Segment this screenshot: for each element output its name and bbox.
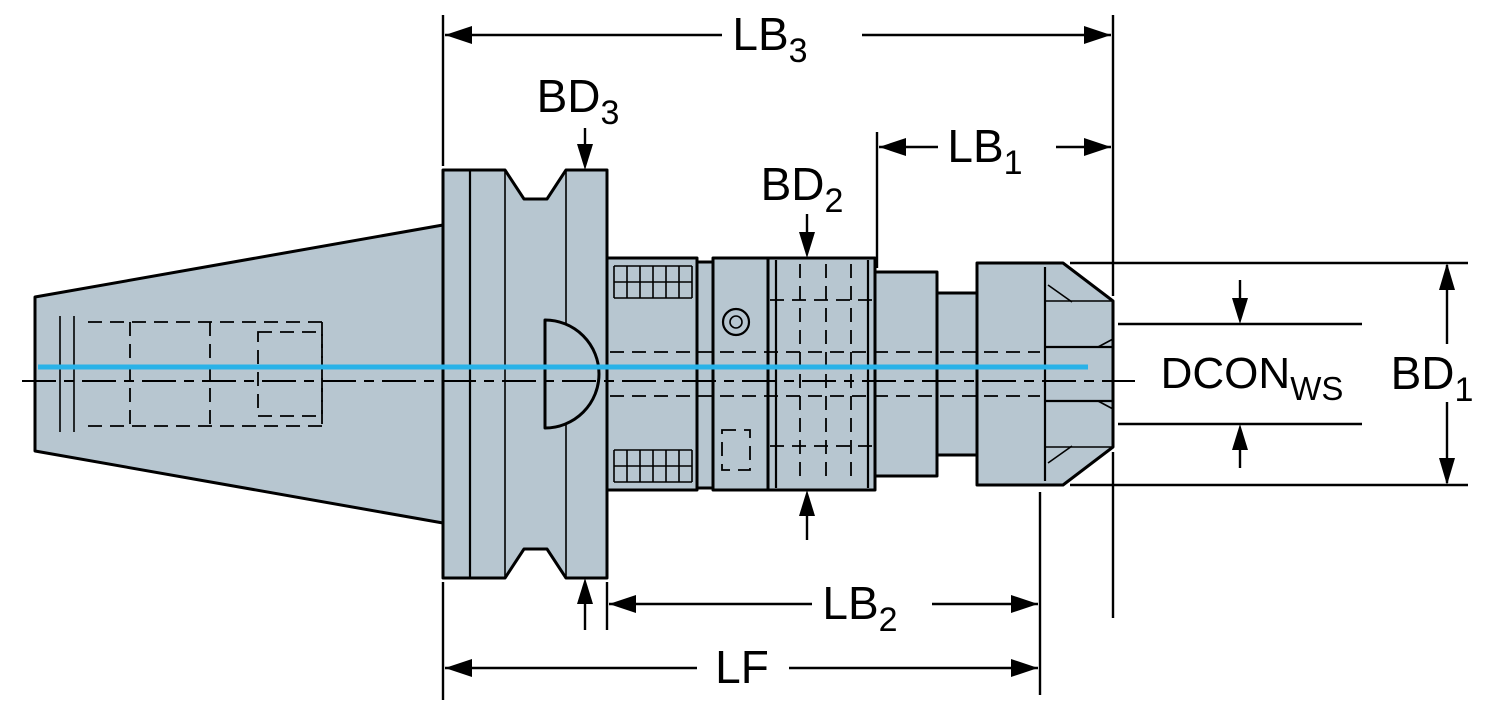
dimension-bd2: BD2 <box>761 158 844 540</box>
arrow-left-icon <box>445 659 472 677</box>
label-bd3: BD3 <box>537 70 620 132</box>
taper-shank <box>33 223 445 525</box>
label-lb3: LB3 <box>732 8 807 70</box>
dimensions: LB3 LB1 BD3 BD2 <box>441 6 1492 700</box>
arrow-up-icon <box>1439 263 1455 290</box>
arrow-left-icon <box>609 595 636 613</box>
step-section <box>873 270 939 478</box>
arrow-right-icon <box>1084 26 1111 44</box>
label-dcon-ws: DCONWS <box>1161 349 1344 407</box>
arrow-down-icon <box>799 232 815 258</box>
set-screw-icon <box>721 307 751 337</box>
tool-holder-drawing <box>33 168 1115 580</box>
coupling-nose <box>543 318 601 430</box>
dimension-bd1: BD1 <box>1391 263 1492 485</box>
bd2-details <box>770 260 873 488</box>
arrow-down-icon <box>1439 458 1455 485</box>
set-screw-inner <box>729 315 743 329</box>
bd2-cylinder <box>766 256 877 492</box>
dimension-lb1: LB1 <box>879 119 1111 182</box>
dimension-lf: LF <box>445 640 1038 696</box>
arrow-down-icon <box>1232 298 1248 324</box>
dimension-dcon-ws: DCONWS <box>1161 280 1344 468</box>
label-bd2: BD2 <box>761 158 844 220</box>
label-lb2: LB2 <box>822 577 897 639</box>
dimension-bd3: BD3 <box>537 70 620 630</box>
arrow-down-icon <box>577 144 593 170</box>
taper-internal-details <box>59 316 323 432</box>
label-lf: LF <box>715 641 769 693</box>
label-bd1: BD1 <box>1391 347 1474 409</box>
arrow-right-icon <box>1011 595 1038 613</box>
label-lb1: LB1 <box>947 120 1022 182</box>
screw-hidden-detail <box>721 429 751 471</box>
hidden-bore <box>610 351 1040 397</box>
arrow-left-icon <box>445 26 472 44</box>
centerline <box>22 364 1135 382</box>
dimension-lb3: LB3 <box>445 6 1111 70</box>
arrow-up-icon <box>799 490 815 516</box>
neck-section <box>935 291 979 457</box>
arrow-right-icon <box>1011 659 1038 677</box>
knurl-top <box>613 265 693 299</box>
spacer-ring <box>695 260 715 490</box>
arrow-left-icon <box>879 138 906 156</box>
arrow-right-icon <box>1084 138 1111 156</box>
clamping-sleeve <box>605 256 699 492</box>
arrow-up-icon <box>577 578 593 604</box>
arrow-up-icon <box>1232 424 1248 450</box>
knurl-bottom <box>613 449 693 483</box>
nut-details <box>1043 267 1114 481</box>
dimension-lb2: LB2 <box>609 576 1038 639</box>
